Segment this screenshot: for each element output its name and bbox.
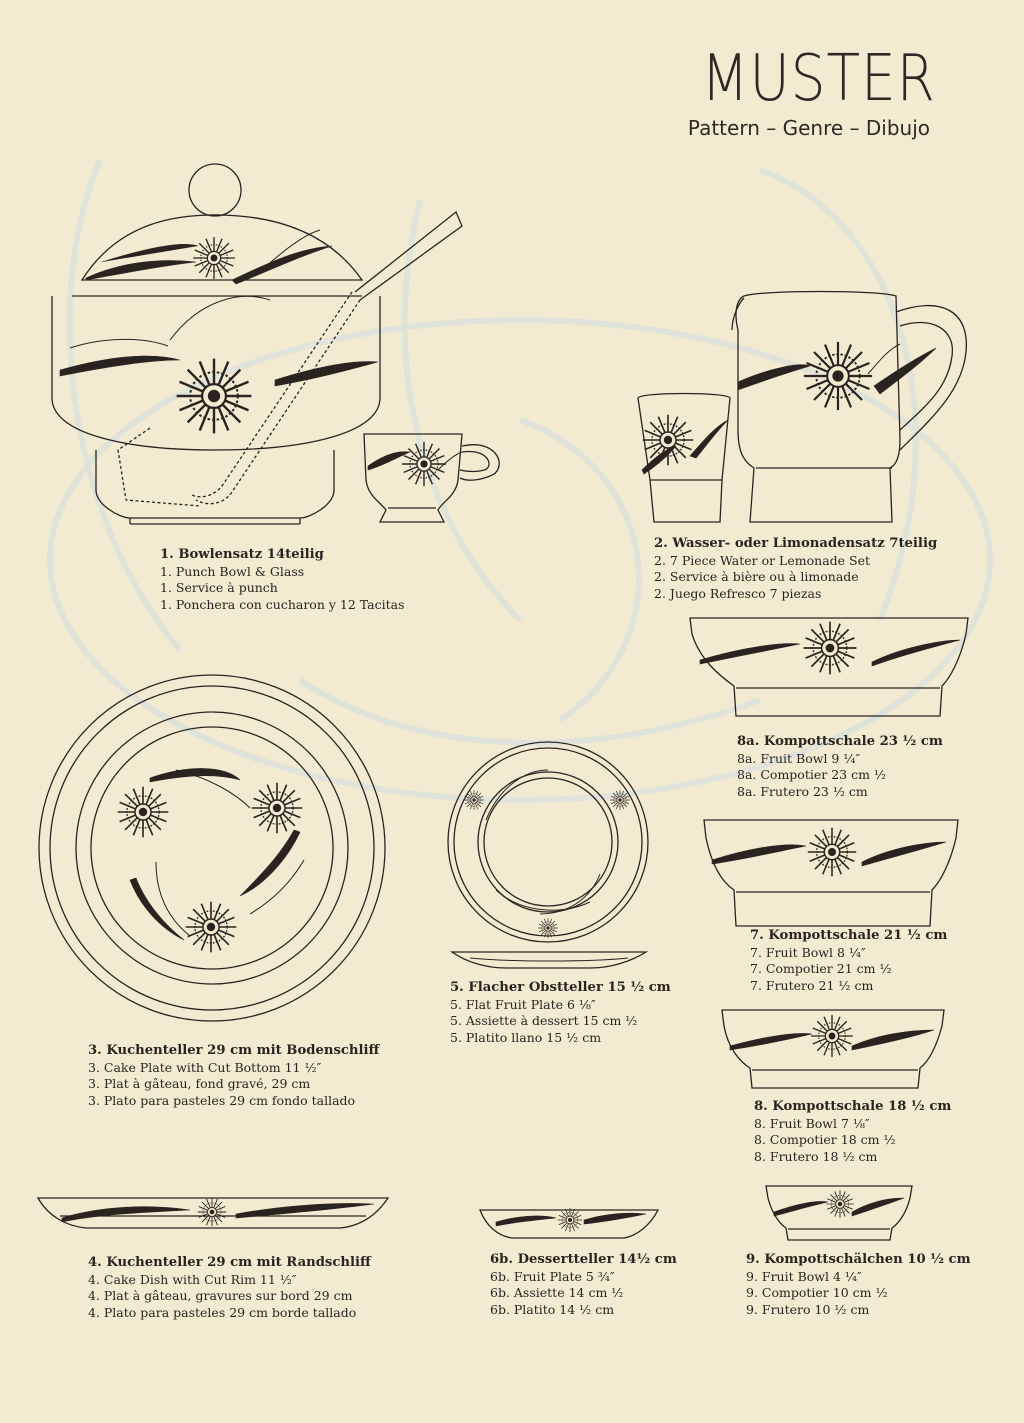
page-subtitle: Pattern – Genre – Dibujo	[687, 116, 930, 140]
bowl-7-illustration	[703, 819, 959, 927]
caption-title: 7. Kompottschale 21 ½ cm	[750, 928, 948, 943]
watermark	[47, 158, 993, 803]
caption-line: 6b. Platito 14 ½ cm	[490, 1301, 615, 1317]
caption-line: 2. 7 Piece Water or Lemonade Set	[654, 552, 870, 568]
caption-item-4: 4. Kuchenteller 29 cm mit Randschliff 4.…	[88, 1255, 371, 1321]
caption-item-2: 2. Wasser- oder Limonadensatz 7teilig 2.…	[654, 536, 937, 602]
pitcher-illustration	[731, 290, 967, 523]
caption-line: 8. Fruit Bowl 7 ⅛″	[754, 1115, 870, 1131]
caption-line: 1. Punch Bowl & Glass	[160, 563, 305, 579]
caption-title: 9. Kompottschälchen 10 ½ cm	[746, 1252, 971, 1267]
fruit-plate-5-illustration	[447, 741, 649, 969]
caption-item-3: 3. Kuchenteller 29 cm mit Bodenschliff 3…	[88, 1043, 379, 1109]
caption-line: 1. Service à punch	[160, 580, 278, 596]
caption-item-8: 8. Kompottschale 18 ½ cm 8. Fruit Bowl 7…	[754, 1099, 951, 1165]
caption-line: 5. Platito llano 15 ½ cm	[450, 1029, 602, 1045]
tumbler-illustration	[637, 392, 731, 523]
caption-line: 4. Plato para pasteles 29 cm borde talla…	[88, 1304, 357, 1320]
caption-item-8a: 8a. Kompottschale 23 ½ cm 8a. Fruit Bowl…	[737, 734, 943, 800]
caption-item-9: 9. Kompottschälchen 10 ½ cm 9. Fruit Bow…	[746, 1252, 971, 1318]
caption-item-5: 5. Flacher Obstteller 15 ½ cm 5. Flat Fr…	[450, 980, 671, 1046]
caption-line: 8a. Frutero 23 ½ cm	[737, 783, 868, 799]
caption-line: 9. Compotier 10 cm ½	[746, 1285, 888, 1301]
caption-line: 9. Frutero 10 ½ cm	[746, 1301, 870, 1317]
caption-line: 7. Fruit Bowl 8 ¼″	[750, 944, 866, 960]
caption-line: 5. Flat Fruit Plate 6 ⅛″	[450, 996, 596, 1012]
caption-line: 8. Compotier 18 cm ½	[754, 1132, 896, 1148]
caption-line: 9. Fruit Bowl 4 ¼″	[746, 1268, 862, 1284]
caption-line: 2. Service à bière ou à limonade	[654, 569, 859, 585]
caption-title: 2. Wasser- oder Limonadensatz 7teilig	[654, 536, 938, 551]
caption-line: 8a. Fruit Bowl 9 ¼″	[737, 750, 861, 766]
bowl-8-illustration	[721, 1009, 945, 1089]
caption-line: 4. Plat à gâteau, gravures sur bord 29 c…	[88, 1288, 353, 1304]
caption-line: 4. Cake Dish with Cut Rim 11 ½″	[88, 1271, 297, 1287]
caption-title: 8a. Kompottschale 23 ½ cm	[737, 734, 943, 749]
caption-line: 2. Juego Refresco 7 piezas	[654, 585, 822, 601]
punch-cup-illustration	[363, 433, 500, 523]
caption-title: 3. Kuchenteller 29 cm mit Bodenschliff	[88, 1043, 380, 1058]
caption-title: 8. Kompottschale 18 ½ cm	[754, 1099, 952, 1114]
caption-line: 6b. Assiette 14 cm ½	[490, 1285, 624, 1301]
caption-title: 6b. Dessertteller 14½ cm	[490, 1252, 677, 1267]
cake-plate-3-illustration	[38, 674, 386, 1022]
caption-line: 3. Plato para pasteles 29 cm fondo talla…	[88, 1092, 356, 1108]
caption-title: 1. Bowlensatz 14teilig	[160, 547, 324, 562]
caption-line: 7. Frutero 21 ½ cm	[750, 977, 874, 993]
caption-title: 4. Kuchenteller 29 cm mit Randschliff	[88, 1255, 371, 1270]
caption-line: 5. Assiette à dessert 15 cm ½	[450, 1013, 638, 1029]
caption-line: 6b. Fruit Plate 5 ¾″	[490, 1268, 615, 1284]
caption-line: 3. Cake Plate with Cut Bottom 11 ½″	[88, 1059, 322, 1075]
bowl-8a-illustration	[689, 617, 969, 717]
caption-title: 5. Flacher Obstteller 15 ½ cm	[450, 980, 671, 995]
page-title: MUSTER	[701, 42, 936, 116]
cake-dish-4-illustration	[36, 1197, 390, 1229]
punch-bowl-illustration	[51, 163, 463, 525]
caption-line: 1. Ponchera con cucharon y 12 Tacitas	[160, 596, 405, 612]
bowl-9-illustration	[765, 1185, 913, 1241]
caption-line: 3. Plat à gâteau, fond gravé, 29 cm	[88, 1076, 311, 1092]
caption-line: 8a. Compotier 23 cm ½	[737, 767, 887, 783]
dessert-plate-6b-illustration	[479, 1207, 660, 1239]
caption-line: 7. Compotier 21 cm ½	[750, 961, 892, 977]
caption-item-1: 1. Bowlensatz 14teilig 1. Punch Bowl & G…	[160, 547, 404, 613]
caption-item-6b: 6b. Dessertteller 14½ cm 6b. Fruit Plate…	[490, 1252, 677, 1318]
caption-line: 8. Frutero 18 ½ cm	[754, 1148, 878, 1164]
caption-item-7: 7. Kompottschale 21 ½ cm 7. Fruit Bowl 8…	[750, 928, 947, 994]
